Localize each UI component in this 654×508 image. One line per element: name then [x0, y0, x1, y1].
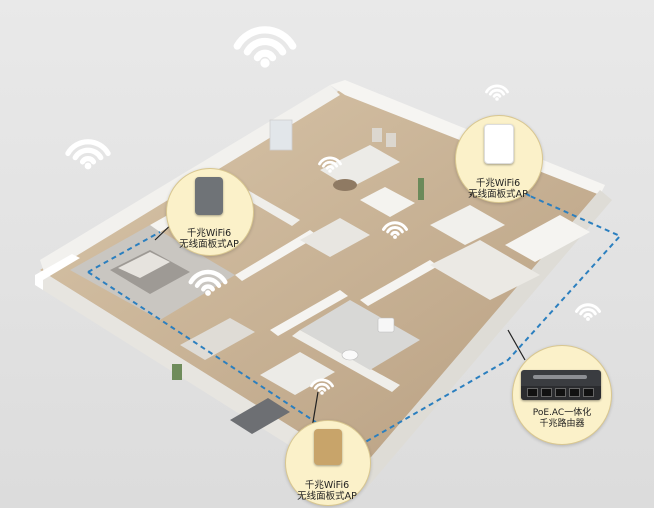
- kitchen-island: [430, 240, 540, 300]
- ap-left-line2: 无线面板式AP: [179, 239, 239, 250]
- outer-wall-front-right: [360, 190, 612, 490]
- ap-left-line1: 千兆WiFi6: [186, 228, 232, 239]
- ap-panel-right: [484, 124, 514, 164]
- ap-callout-bottom: [285, 420, 371, 506]
- cable-left-ap: [87, 231, 161, 273]
- wifi-dot: [495, 97, 499, 101]
- ap-panel-left: [195, 177, 223, 215]
- wifi-dot: [320, 391, 324, 395]
- wifi-arc: [201, 284, 215, 292]
- wifi-arc: [194, 277, 222, 288]
- wifi-arc: [317, 387, 327, 392]
- router-brand-mark: [533, 375, 587, 379]
- wifi-signal-icon: [65, 139, 111, 170]
- wifi-arc: [492, 93, 502, 98]
- ap-callout-right: [455, 115, 543, 203]
- wifi-arc: [313, 382, 331, 390]
- wifi-arc: [575, 303, 601, 313]
- wifi-signal-icon: [318, 156, 342, 173]
- sofa: [320, 145, 400, 188]
- wifi-arc: [321, 160, 339, 168]
- poe-router-device: [521, 370, 601, 400]
- ap-bottom-line2: 无线面板式AP: [297, 491, 357, 502]
- bathroom-floor: [300, 300, 420, 370]
- wifi-arc: [310, 378, 334, 388]
- wifi-arc: [488, 88, 506, 96]
- router-port-1: [527, 388, 538, 397]
- wifi-arc: [318, 156, 342, 166]
- router-line1: PoE.AC一体化: [532, 408, 592, 418]
- router-line2: 千兆路由器: [539, 419, 585, 429]
- wifi-arc: [79, 156, 97, 165]
- chairs-area: [300, 218, 370, 257]
- router-front-panel: [521, 386, 601, 400]
- router-label: PoE.AC一体化 千兆路由器: [513, 408, 611, 430]
- sofa-chaise: [360, 187, 415, 217]
- partition-wall-5: [292, 330, 400, 392]
- wifi-arc: [72, 147, 104, 161]
- wifi-arc: [253, 49, 277, 62]
- small-sofa: [260, 352, 335, 395]
- wifi-arc: [243, 37, 287, 56]
- toilet: [341, 349, 359, 361]
- ap-bottom-line1: 千兆WiFi6: [304, 480, 350, 491]
- floor-slab: [40, 90, 600, 470]
- ap-right-line1: 千兆WiFi6: [475, 178, 521, 189]
- wifi-arc: [325, 165, 335, 170]
- bed-pillow: [118, 252, 170, 278]
- coffee-table: [333, 179, 357, 191]
- plant: [418, 178, 424, 200]
- ap-right-line2: 无线面板式AP: [468, 189, 528, 200]
- wifi-dot: [586, 317, 590, 321]
- wifi-arc: [390, 230, 400, 236]
- wifi-arc: [386, 226, 404, 234]
- wifi-arc: [65, 139, 111, 157]
- wifi-signal-icon: [382, 221, 408, 239]
- router-port-5: [583, 388, 594, 397]
- wifi-arc: [583, 312, 593, 318]
- partition-wall-3: [235, 230, 318, 281]
- wifi-arc: [579, 308, 597, 316]
- outer-wall-front-left: [35, 270, 360, 490]
- partition-wall-6: [360, 260, 438, 306]
- wifi-dot: [328, 169, 332, 173]
- wifi-signal-icon: [575, 303, 601, 321]
- wall-frame-1: [372, 128, 382, 142]
- dining-table: [430, 205, 505, 245]
- router-port-3: [555, 388, 566, 397]
- router-port-4: [569, 388, 580, 397]
- wifi-signal-icon: [310, 378, 334, 395]
- wifi-dot: [205, 290, 211, 296]
- wifi-arc: [233, 26, 297, 50]
- balcony-rail: [35, 254, 80, 290]
- wifi-dot: [260, 58, 270, 68]
- ap-panel-bottom: [314, 429, 342, 465]
- cable-main-loop: [87, 195, 622, 450]
- study-plant: [172, 364, 182, 380]
- ap-label-left: 千兆WiFi6 无线面板式AP: [149, 228, 269, 250]
- study-desk: [180, 318, 255, 360]
- washing-machine: [377, 317, 395, 333]
- partition-wall-4: [270, 290, 348, 336]
- wifi-dot: [393, 235, 397, 239]
- wifi-dot: [84, 162, 92, 170]
- wifi-arc: [382, 221, 408, 231]
- router-pointer-line: [507, 329, 526, 361]
- router-callout: PoE.AC一体化 千兆路由器: [512, 345, 612, 445]
- ap-label-right: 千兆WiFi6 无线面板式AP: [438, 178, 558, 200]
- kitchen-counter: [505, 215, 590, 262]
- wifi-signal-icon: [188, 269, 228, 296]
- ap-label-bottom: 千兆WiFi6 无线面板式AP: [267, 480, 387, 502]
- wifi-arc: [485, 84, 509, 94]
- ap-callout-left: [166, 168, 254, 256]
- entry-bench: [230, 398, 290, 434]
- wifi-signal-icon: [233, 26, 297, 68]
- router-port-2: [541, 388, 552, 397]
- wall-frame-2: [386, 133, 396, 147]
- wifi-signal-icon: [485, 84, 509, 101]
- wifi-arc: [188, 269, 228, 285]
- window-1: [269, 119, 293, 151]
